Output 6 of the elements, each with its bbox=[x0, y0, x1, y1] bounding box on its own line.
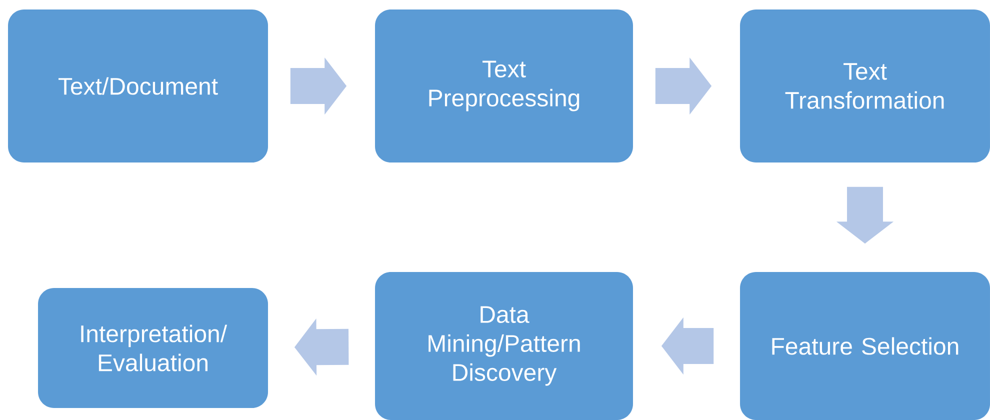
process-box: Data Mining/Pattern Discovery bbox=[375, 272, 633, 420]
process-box: Text Transformation bbox=[740, 10, 990, 162]
process-box: Text Preprocessing bbox=[375, 10, 633, 162]
process-box: Text/Document bbox=[8, 10, 268, 162]
process-box: Interpretation/ Evaluation bbox=[38, 288, 268, 408]
process-box: Feature Selection bbox=[740, 272, 990, 420]
